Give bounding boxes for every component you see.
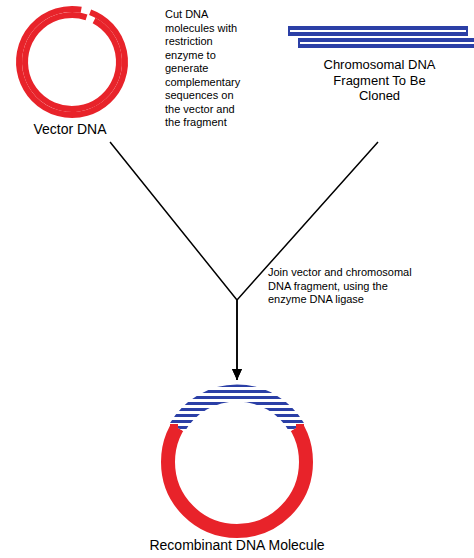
process-connector xyxy=(110,142,242,380)
connector-line xyxy=(110,142,237,380)
node-label: Recombinant DNA Molecule xyxy=(137,537,337,554)
fragment-strand xyxy=(298,38,474,48)
insert-background xyxy=(177,393,297,428)
ligation-notch xyxy=(170,424,178,430)
fragment-strand-core xyxy=(300,42,474,44)
dna-node: Recombinant DNA Molecule xyxy=(137,380,337,558)
step-note: Cut DNA molecules with restriction enzym… xyxy=(165,8,249,130)
fragment-strand xyxy=(288,26,468,36)
arrow-head xyxy=(232,369,242,380)
recombinant-plasmid xyxy=(168,393,306,531)
arrow-head xyxy=(232,369,242,380)
dna-node: Vector DNA xyxy=(0,0,140,142)
dna-fragment xyxy=(288,26,474,48)
plasmid-ring xyxy=(168,393,306,531)
node-label: Vector DNA xyxy=(0,121,140,138)
connector-line xyxy=(237,142,378,380)
fragment-strand-core xyxy=(290,30,466,32)
plasmid-inner-strand xyxy=(25,15,119,109)
dna-node: Chromosomal DNA Fragment To Be Cloned xyxy=(285,0,474,142)
ligation-notch xyxy=(296,424,304,430)
plasmid-outer-strand xyxy=(19,9,125,115)
node-label: Chromosomal DNA Fragment To Be Cloned xyxy=(312,57,447,104)
process-connector xyxy=(232,142,378,380)
vector-plasmid xyxy=(19,9,125,115)
step-note: Join vector and chromosomal DNA fragment… xyxy=(268,266,418,307)
inserted-fragment xyxy=(177,393,297,428)
